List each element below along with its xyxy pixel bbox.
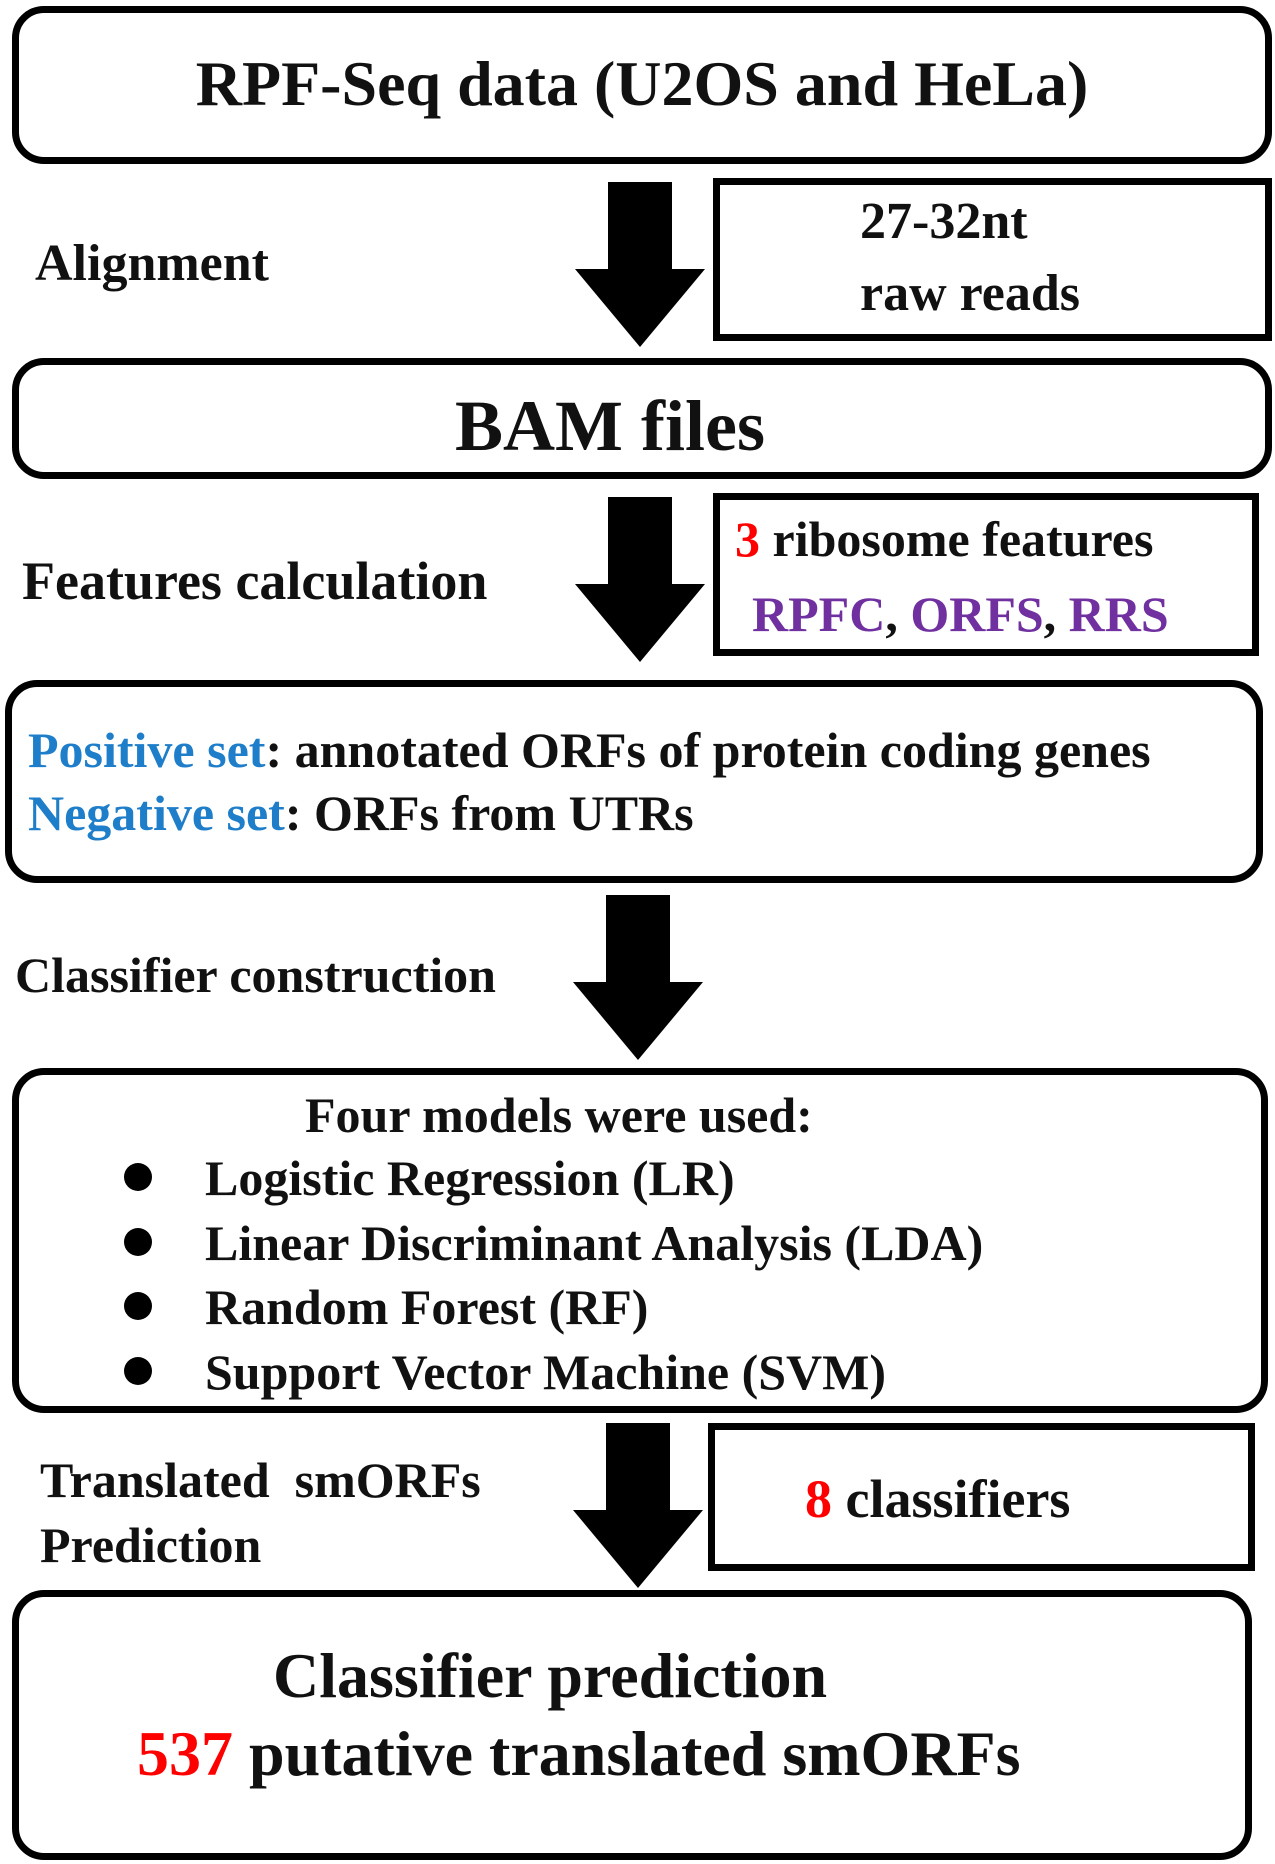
rpf-seq-data-label: RPF-Seq data (U2OS and HeLa) <box>195 48 1089 119</box>
bam-files-box <box>12 358 1272 479</box>
classifier-prediction-title: Classifier prediction <box>273 1640 828 1711</box>
model-item: Logistic Regression (LR) <box>205 1150 735 1206</box>
models-title: Four models were used: <box>305 1087 813 1143</box>
negative-set-key: Negative set <box>28 785 285 841</box>
negative-set-text: : ORFs from UTRs <box>284 785 694 841</box>
ribosome-features-note-box <box>713 493 1259 656</box>
classifier-construction-label: Classifier construction <box>15 947 496 1003</box>
ribosome-features-count: 3 <box>735 511 760 567</box>
prediction-label-line1: Translated smORFs <box>40 1452 481 1508</box>
features-calculation-label: Features calculation <box>22 551 488 611</box>
positive-set-line: Positive set: annotated ORFs of protein … <box>28 725 1151 775</box>
feature-separator: , <box>1043 586 1069 642</box>
down-arrow-icon <box>573 895 703 1060</box>
raw-reads-note-line1: 27-32nt <box>860 193 1028 250</box>
classifiers-count: 8 <box>805 1469 832 1529</box>
negative-set-line: Negative set: ORFs from UTRs <box>28 788 694 838</box>
bullet-icon <box>124 1228 152 1256</box>
bam-files-label: BAM files <box>455 386 765 466</box>
alignment-label: Alignment <box>35 235 269 292</box>
model-item: Random Forest (RF) <box>205 1279 649 1335</box>
classifiers-text: classifiers <box>832 1469 1071 1529</box>
positive-set-key: Positive set <box>28 722 266 778</box>
putative-smorfs-text: putative translated smORFs <box>233 1718 1021 1789</box>
models-box <box>12 1068 1268 1413</box>
feature-separator: , <box>885 586 911 642</box>
bullet-icon <box>124 1357 152 1385</box>
classifiers-note-line: 8 classifiers <box>805 1472 1070 1526</box>
down-arrow-icon <box>575 182 705 347</box>
positive-set-text: : annotated ORFs of protein coding genes <box>265 722 1151 778</box>
raw-reads-note-line2: raw reads <box>860 265 1081 322</box>
classifiers-note-box <box>708 1423 1255 1571</box>
prediction-label-line2: Prediction <box>40 1517 262 1573</box>
feature-orfs: ORFS <box>910 586 1044 642</box>
classifier-prediction-box <box>12 1590 1252 1860</box>
ribosome-features-line: 3 ribosome features <box>735 514 1153 564</box>
bullet-icon <box>124 1292 152 1320</box>
raw-reads-note-box <box>713 178 1272 341</box>
model-item: Linear Discriminant Analysis (LDA) <box>205 1215 984 1271</box>
bullet-icon <box>124 1163 152 1191</box>
putative-smorfs-count: 537 <box>137 1718 233 1789</box>
putative-smorfs-line: 537 putative translated smORFs <box>137 1722 1021 1786</box>
ribosome-features-text: ribosome features <box>760 511 1154 567</box>
training-sets-box <box>5 680 1263 883</box>
rpf-seq-data-box <box>12 6 1272 164</box>
feature-names-line: RPFC, ORFS, RRS <box>752 589 1169 639</box>
down-arrow-icon <box>573 1423 703 1588</box>
feature-rpfc: RPFC <box>752 586 886 642</box>
feature-rrs: RRS <box>1068 586 1169 642</box>
model-item: Support Vector Machine (SVM) <box>205 1344 887 1400</box>
down-arrow-icon <box>575 497 705 662</box>
